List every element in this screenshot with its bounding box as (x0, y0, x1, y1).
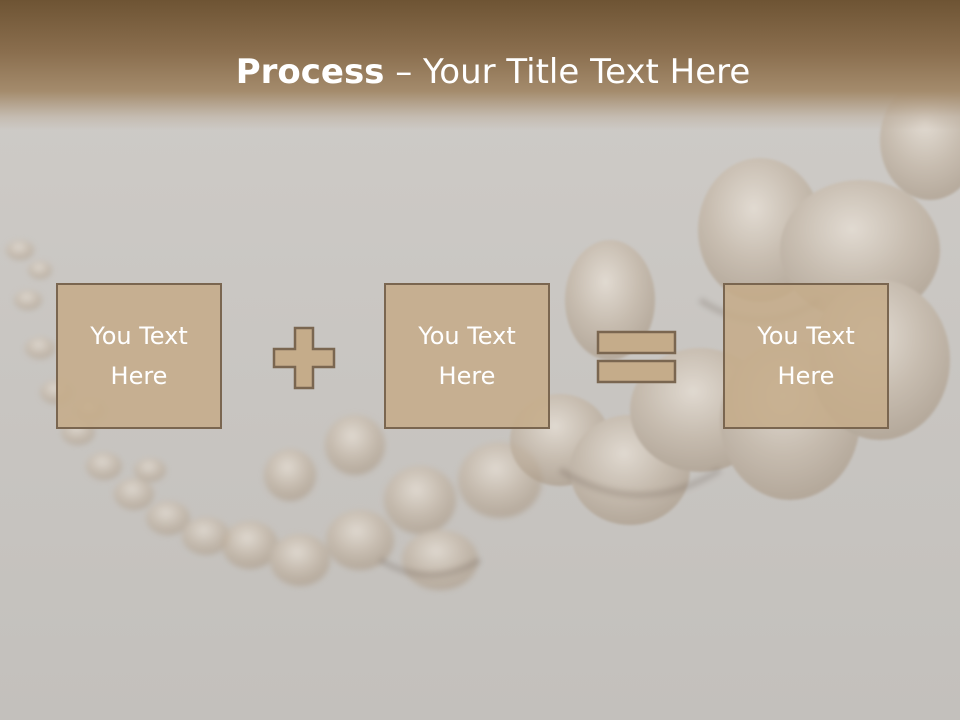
plus-icon (272, 326, 336, 390)
title-rest: – Your Title Text Here (384, 52, 751, 92)
process-box-2[interactable]: You Text Here (384, 283, 550, 429)
slide-title: Process – Your Title Text Here (0, 52, 960, 92)
process-box-1[interactable]: You Text Here (56, 283, 222, 429)
title-band (0, 0, 960, 130)
process-box-2-label: You Text Here (418, 322, 516, 390)
process-box-3-label: You Text Here (757, 322, 855, 390)
process-box-1-label: You Text Here (90, 322, 188, 390)
equals-icon (596, 330, 677, 384)
title-bold: Process (235, 52, 385, 92)
process-box-3[interactable]: You Text Here (723, 283, 889, 429)
